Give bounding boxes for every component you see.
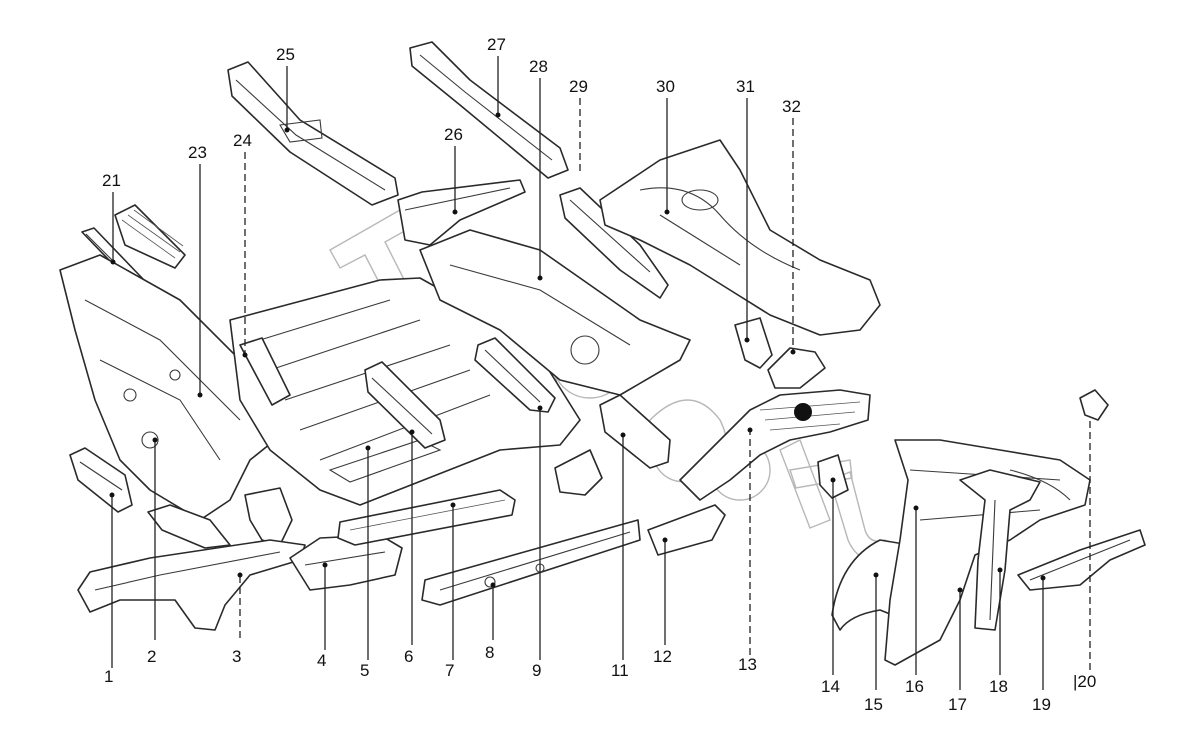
callout-15: 15 (864, 695, 883, 714)
part-23-vent-grille (114, 204, 186, 269)
callout-5: 5 (360, 661, 369, 680)
callout-1: 1 (104, 667, 113, 686)
part-26-front-floor-member (397, 179, 526, 246)
callout-3: 3 (232, 647, 241, 666)
part-18-c-pillar (959, 469, 1041, 631)
callout-23: 23 (188, 143, 207, 162)
callout-8: 8 (485, 643, 494, 662)
callout-18: 18 (989, 677, 1008, 696)
part-12-jacking-bracket (647, 504, 726, 556)
part-31-rear-side-member (734, 317, 773, 369)
callout-14: 14 (821, 677, 840, 696)
callout-7: 7 (445, 661, 454, 680)
leader-lines (109, 56, 1091, 690)
callout-27: 27 (487, 35, 506, 54)
callout-25: 25 (276, 45, 295, 64)
callout-24: 24 (233, 131, 252, 150)
part-2-reinforcement (147, 487, 293, 549)
part-32-rear-bracket (767, 347, 826, 389)
callout-labels: 1 2 3 4 5 6 7 8 9 11 12 13 14 15 16 17 1… (102, 35, 1096, 714)
part-29-seat-cross-member (559, 187, 669, 299)
part-8-rocker-panel (421, 519, 641, 606)
callout-13: 13 (738, 655, 757, 674)
part-9-tunnel-member (474, 337, 556, 413)
callout-12: 12 (653, 647, 672, 666)
callout-19: 19 (1032, 695, 1051, 714)
part-11-rear-rail (599, 394, 671, 469)
callout-11: 11 (611, 661, 629, 680)
part-19-rear-end-rail (1017, 529, 1146, 591)
callout-4: 4 (317, 651, 326, 670)
callout-29: 29 (569, 77, 588, 96)
callout-16: 16 (905, 677, 924, 696)
callout-30: 30 (656, 77, 675, 96)
part-25-front-cross-member (227, 61, 399, 206)
part-28-tunnel (419, 229, 691, 396)
part-16-rear-quarter-panel (884, 439, 1091, 666)
callout-31: 31 (736, 77, 755, 96)
callout-28: 28 (529, 57, 548, 76)
part-4-mount-bracket (289, 534, 403, 591)
part-2-firewall-panel (59, 254, 301, 521)
callout-6: 6 (404, 647, 413, 666)
callout-21: 21 (102, 171, 121, 190)
part-7-sill-inner (337, 489, 516, 546)
part-6-floor-cross-member (364, 361, 446, 449)
part-27-roof-rail (409, 41, 569, 179)
part-14-small-bracket (817, 454, 849, 499)
callout-17: 17 (948, 695, 967, 714)
part-20-small-bracket (1079, 389, 1109, 421)
callout-26: 26 (444, 125, 463, 144)
part-24-cross-bracket (239, 337, 291, 406)
part-13-rear-wheelhouse (679, 389, 871, 501)
callout-2: 2 (147, 647, 156, 666)
part-10-bracket (554, 449, 603, 496)
part-30-rear-floor (599, 139, 881, 336)
callout-20: |20 (1073, 672, 1096, 691)
callout-32: 32 (782, 97, 801, 116)
part-1-bracket (69, 447, 133, 513)
callout-9: 9 (532, 661, 541, 680)
part-3-front-side-member (77, 539, 306, 631)
